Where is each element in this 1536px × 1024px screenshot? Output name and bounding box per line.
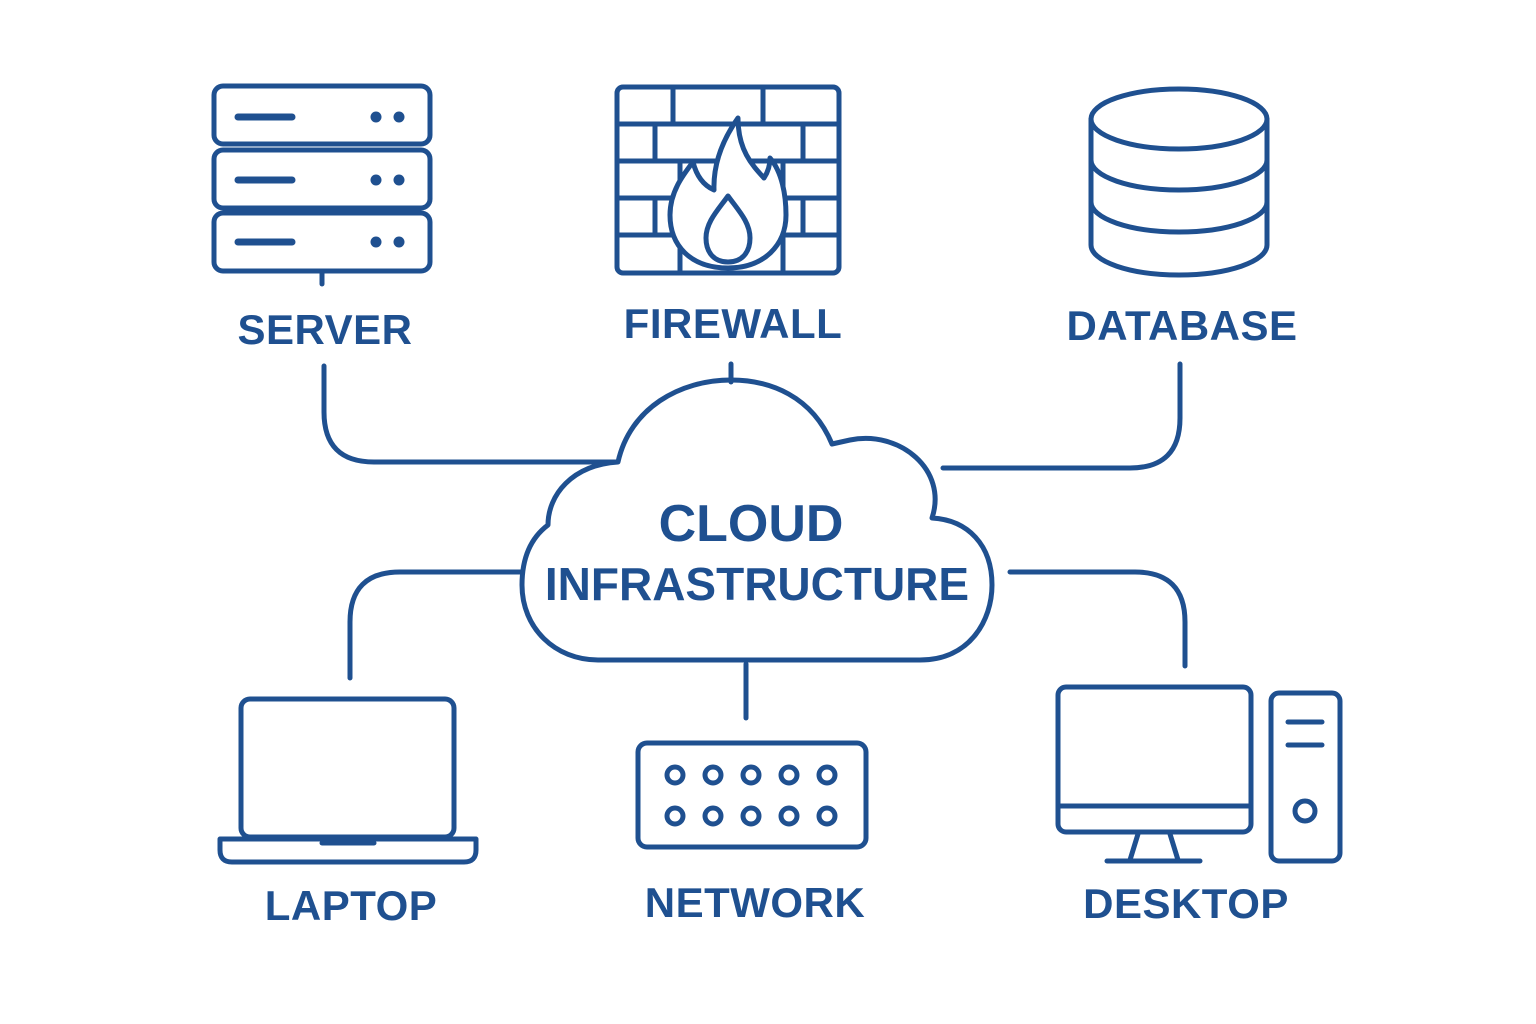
database-icon <box>1088 86 1270 278</box>
connectors <box>321 361 1188 721</box>
server-node: SERVER <box>211 83 433 353</box>
network-label: NETWORK <box>645 879 865 926</box>
laptop-label: LAPTOP <box>265 882 438 929</box>
desktop-computer-icon <box>1055 684 1343 864</box>
firewall-node: FIREWALL <box>614 84 843 347</box>
cloud-icon: CLOUD INFRASTRUCTURE <box>519 377 995 663</box>
connector-server <box>321 363 619 465</box>
database-node: DATABASE <box>1066 86 1297 349</box>
network-node: NETWORK <box>635 740 869 926</box>
network-switch-icon <box>635 740 869 850</box>
connector-database <box>940 361 1183 471</box>
cloud-title: CLOUD <box>659 495 844 553</box>
laptop-icon <box>217 696 479 865</box>
cloud-subtitle: INFRASTRUCTURE <box>545 558 969 610</box>
laptop-node: LAPTOP <box>217 696 479 929</box>
firewall-label: FIREWALL <box>624 300 843 347</box>
server-icon <box>211 83 433 287</box>
server-label: SERVER <box>238 306 413 353</box>
connector-laptop <box>347 569 523 681</box>
database-label: DATABASE <box>1066 302 1297 349</box>
firewall-icon <box>614 84 842 276</box>
connector-desktop <box>1007 569 1188 669</box>
desktop-node: DESKTOP <box>1055 684 1343 927</box>
desktop-label: DESKTOP <box>1083 880 1289 927</box>
